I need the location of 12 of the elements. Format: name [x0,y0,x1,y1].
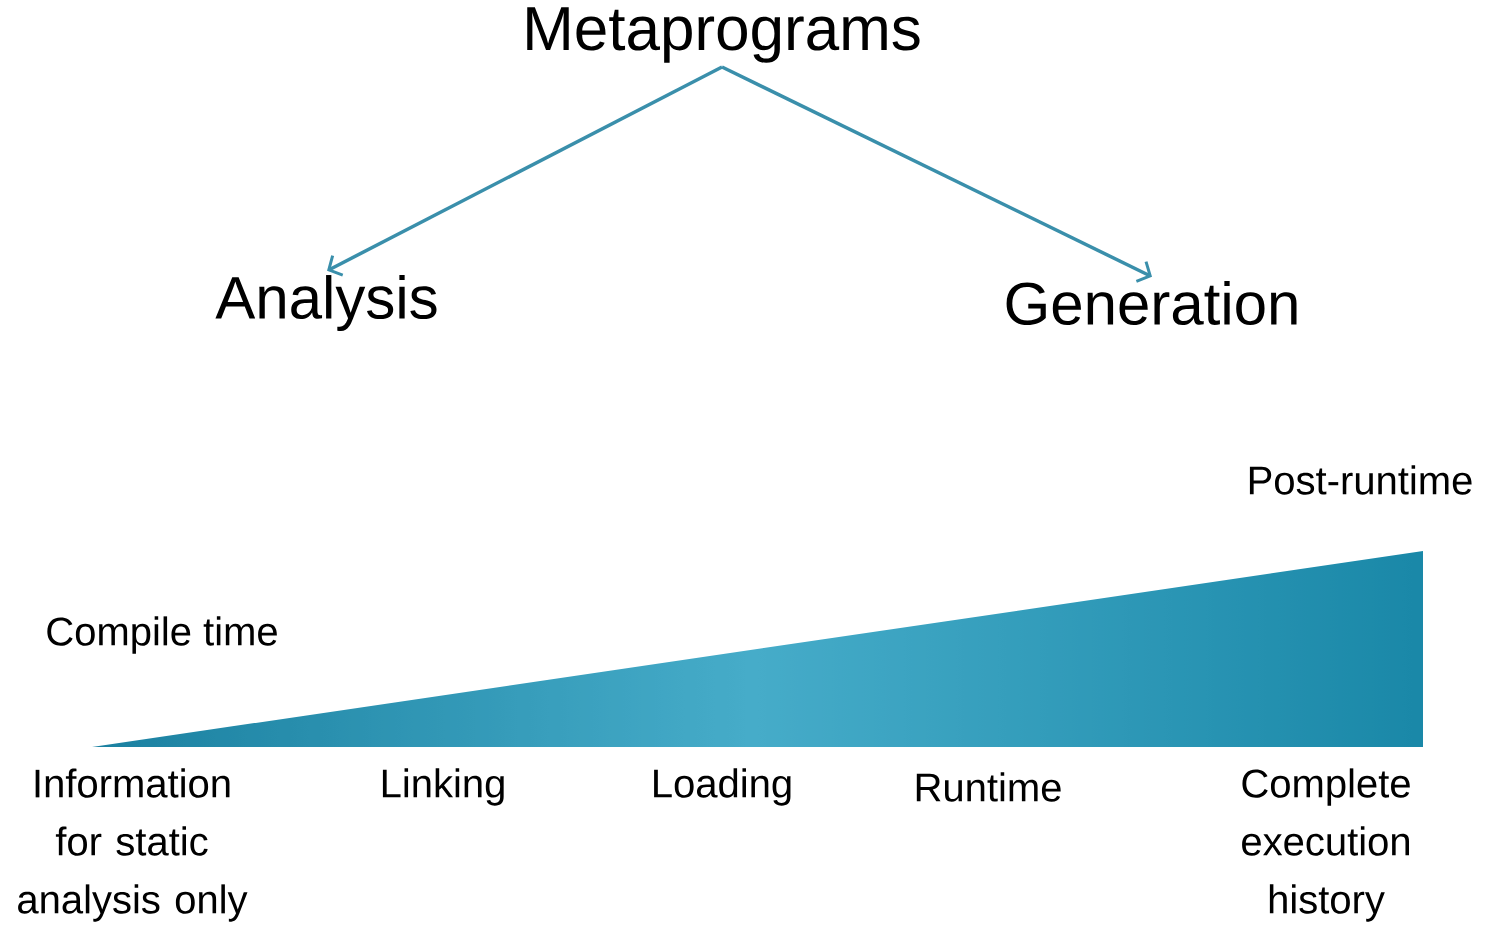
axis-label: Information for static analysis only [18,768,248,922]
arrow [327,65,723,277]
arrow [721,65,1152,283]
axis-label: Complete execution history [1242,768,1410,922]
axis-label: Runtime [916,772,1061,802]
axis-label: Compile time [47,616,277,654]
axis-label: Post-runtime [1249,465,1472,495]
node-text: Generation [1006,280,1297,325]
node-text: Analysis [215,275,437,331]
axis-label: Loading [654,768,791,806]
axis-label: Linking [382,768,504,806]
node-text: Metaprograms [527,7,920,63]
